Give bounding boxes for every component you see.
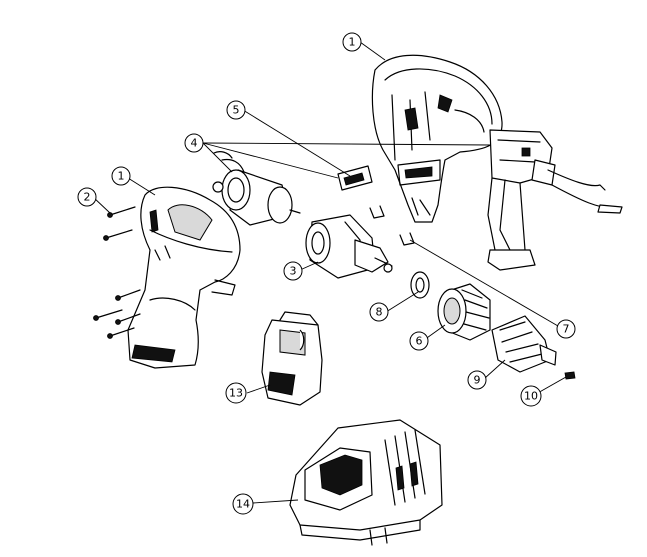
- switch-assembly: [487, 129, 623, 271]
- svg-text:4: 4: [191, 137, 198, 150]
- callout-1-lower: 1: [111, 166, 131, 186]
- svg-text:9: 9: [474, 374, 481, 387]
- callout-8: 8: [369, 302, 389, 322]
- callout-4: 4: [184, 133, 204, 153]
- svg-text:5: 5: [233, 104, 240, 117]
- callout-10: 10: [520, 385, 542, 407]
- svg-text:8: 8: [376, 306, 383, 319]
- svg-text:3: 3: [290, 265, 297, 278]
- gearbox: [305, 214, 393, 279]
- chuck-screw: [564, 371, 576, 380]
- callout-3: 3: [283, 261, 303, 281]
- svg-text:2: 2: [84, 191, 91, 204]
- housing-half-left: [127, 186, 241, 369]
- leader-lines: [92, 41, 567, 504]
- spring-clips: [369, 205, 415, 246]
- callout-6: 6: [409, 331, 429, 351]
- chuck: [491, 315, 557, 373]
- callout-2: 2: [77, 187, 97, 207]
- housing-half-right: [371, 54, 503, 223]
- housing-screws: [93, 206, 141, 339]
- callout-5: 5: [226, 100, 246, 120]
- svg-text:13: 13: [229, 387, 243, 400]
- svg-text:1: 1: [349, 36, 356, 49]
- motor: [212, 151, 301, 226]
- callout-9: 9: [467, 370, 487, 390]
- battery-charger: [289, 419, 443, 546]
- callout-14: 14: [232, 493, 254, 515]
- svg-text:1: 1: [118, 170, 125, 183]
- battery-pack: [261, 311, 323, 406]
- contact-pad: [337, 165, 373, 191]
- callout-1-upper: 1: [342, 32, 362, 52]
- callout-7: 7: [556, 319, 576, 339]
- svg-text:14: 14: [236, 498, 250, 511]
- svg-text:10: 10: [524, 390, 538, 403]
- svg-text:6: 6: [416, 335, 423, 348]
- washer: [410, 271, 430, 299]
- clutch-ring: [437, 283, 491, 341]
- callout-13: 13: [225, 382, 247, 404]
- svg-text:7: 7: [563, 323, 570, 336]
